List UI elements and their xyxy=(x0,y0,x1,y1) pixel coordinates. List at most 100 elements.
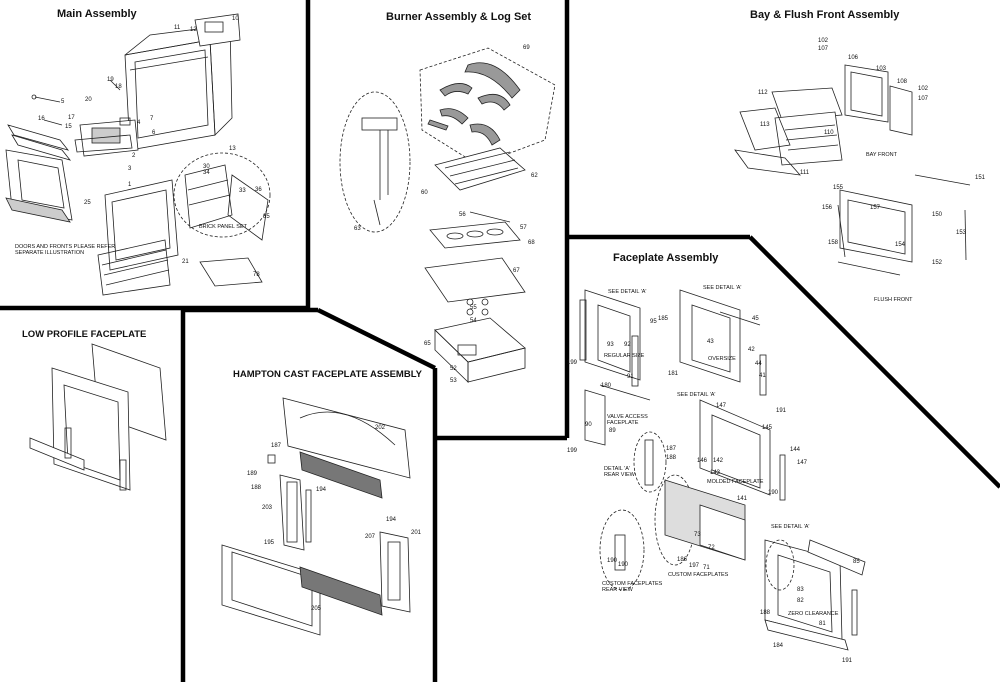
callout-faceplate-28: 185 xyxy=(658,316,669,322)
callout-faceplate-15: 146 xyxy=(697,458,708,464)
callout-bay-16: 150 xyxy=(932,212,943,218)
callout-main-14: 2 xyxy=(132,153,136,159)
callout-main-17: 25 xyxy=(84,200,91,206)
callout-faceplate-25: 188 xyxy=(666,455,677,461)
callout-faceplate-20: 144 xyxy=(790,447,801,453)
callout-faceplate-35: 188 xyxy=(760,610,771,616)
main-assembly-title: Main Assembly xyxy=(57,8,137,20)
callout-faceplate-5: 199 xyxy=(567,360,578,366)
main-note-brick: BRICK PANEL SET xyxy=(199,224,247,230)
callout-bay-13: 157 xyxy=(870,205,881,211)
callout-faceplate-16: 142 xyxy=(713,458,724,464)
callout-burner-12: 53 xyxy=(450,378,457,384)
callout-faceplate-0: 95 xyxy=(650,319,657,325)
callout-main-5: 5 xyxy=(61,99,65,105)
callout-main-2: 12 xyxy=(190,27,197,33)
callout-bay-9: 113 xyxy=(760,122,770,128)
callout-faceplate-19: 190 xyxy=(768,490,779,496)
fp-note-see-a-4: SEE DETAIL 'A' xyxy=(771,524,810,530)
callout-burner-0: 69 xyxy=(523,45,530,51)
callout-burner-5: 57 xyxy=(520,225,527,231)
callout-hampton-5: 203 xyxy=(262,505,273,511)
fp-note-valve: VALVE ACCESS xyxy=(607,414,648,420)
callout-faceplate-3: 91 xyxy=(627,374,634,380)
callout-faceplate-39: 81 xyxy=(819,621,826,627)
callout-faceplate-31: 71 xyxy=(703,565,710,571)
callout-hampton-9: 194 xyxy=(386,517,397,523)
callout-burner-9: 54 xyxy=(470,318,477,324)
callout-main-23: 21 xyxy=(182,259,189,265)
callout-hampton-6: 195 xyxy=(264,540,275,546)
fp-note-faceplate: FACEPLATE xyxy=(607,420,639,426)
callout-bay-12: 156 xyxy=(822,205,833,211)
callout-bay-10: 111 xyxy=(800,170,810,176)
low-profile-faceplate-title: LOW PROFILE FACEPLATE xyxy=(22,329,147,340)
callout-bay-8: 110 xyxy=(824,130,834,136)
callout-hampton-3: 188 xyxy=(251,485,262,491)
fp-note-see-a-1: SEE DETAIL 'A' xyxy=(608,289,647,295)
callout-faceplate-2: 92 xyxy=(624,342,631,348)
callout-main-9: 15 xyxy=(65,124,72,130)
hampton-faceplate-title: HAMPTON CAST FACEPLATE ASSEMBLY xyxy=(233,369,422,380)
callout-bay-17: 151 xyxy=(975,175,986,181)
fp-note-see-a-2: SEE DETAIL 'A' xyxy=(703,285,742,291)
callout-main-11: 13 xyxy=(229,146,236,152)
callout-hampton-4: 194 xyxy=(316,487,327,493)
bay-note-flush-front: FLUSH FRONT xyxy=(874,297,913,303)
main-note-separate: SEPARATE ILLUSTRATION xyxy=(15,250,85,256)
fp-note-custom-rear: CUSTOM FACEPLATES xyxy=(602,581,663,587)
callout-faceplate-18: 141 xyxy=(737,496,748,502)
fp-note-detail-a: DETAIL 'A' xyxy=(604,466,630,472)
callout-main-1: 11 xyxy=(174,25,181,31)
callout-faceplate-4: 180 xyxy=(601,383,612,389)
callout-main-8: 17 xyxy=(68,115,75,121)
callout-hampton-10: 201 xyxy=(411,530,422,536)
callout-main-21: 33 xyxy=(239,188,246,194)
faceplate-assembly-drawing xyxy=(579,289,866,651)
callout-faceplate-8: 42 xyxy=(748,347,755,353)
main-note-doors: DOORS AND FRONTS PLEASE REFER xyxy=(15,244,116,250)
callout-main-6: 20 xyxy=(85,97,92,103)
callout-faceplate-13: 147 xyxy=(716,403,727,409)
callout-faceplate-37: 83 xyxy=(797,587,804,593)
fp-note-see-a-3: SEE DETAIL 'A' xyxy=(677,392,716,398)
faceplate-assembly-title: Faceplate Assembly xyxy=(613,252,719,264)
callout-main-4: 18 xyxy=(115,84,122,90)
callout-burner-3: 63 xyxy=(354,226,361,232)
callout-hampton-0: 202 xyxy=(375,425,386,431)
fp-note-rear-view-1: REAR VIEW xyxy=(604,472,635,478)
callout-faceplate-24: 187 xyxy=(666,446,677,452)
callout-faceplate-7: 43 xyxy=(707,339,714,345)
callout-faceplate-14: 145 xyxy=(762,425,773,431)
callout-bay-11: 155 xyxy=(833,185,844,191)
callout-burner-4: 56 xyxy=(459,212,466,218)
callout-faceplate-26: 199 xyxy=(567,448,578,454)
callout-bay-3: 103 xyxy=(876,66,887,72)
callout-main-12: 7 xyxy=(150,116,154,122)
callout-faceplate-12: 191 xyxy=(776,408,787,414)
callout-main-7: 16 xyxy=(38,116,45,122)
bay-note-bay-front: BAY FRONT xyxy=(866,152,897,158)
callout-main-0: 10 xyxy=(232,16,239,22)
callout-faceplate-40: 184 xyxy=(773,643,784,649)
callout-main-22: 35 xyxy=(263,214,270,220)
callout-faceplate-1: 93 xyxy=(607,342,614,348)
fp-note-regular: REGULAR SIZE xyxy=(604,353,645,359)
callout-faceplate-36: 85 xyxy=(853,559,860,565)
callout-bay-19: 152 xyxy=(932,260,943,266)
callout-burner-10: 65 xyxy=(424,341,431,347)
fp-note-rear-view-2: REAR VIEW xyxy=(602,587,633,593)
callout-faceplate-17: 143 xyxy=(710,470,721,476)
callout-burner-6: 68 xyxy=(528,240,535,246)
callout-bay-7: 112 xyxy=(758,90,768,96)
callout-burner-8: 55 xyxy=(470,305,477,311)
main-assembly-drawing xyxy=(5,13,271,296)
callout-bay-6: 107 xyxy=(918,96,929,102)
callout-main-19: 34 xyxy=(203,170,210,176)
callout-bay-4: 108 xyxy=(897,79,908,85)
callout-faceplate-9: 41 xyxy=(759,373,766,379)
callout-faceplate-22: 90 xyxy=(585,422,592,428)
